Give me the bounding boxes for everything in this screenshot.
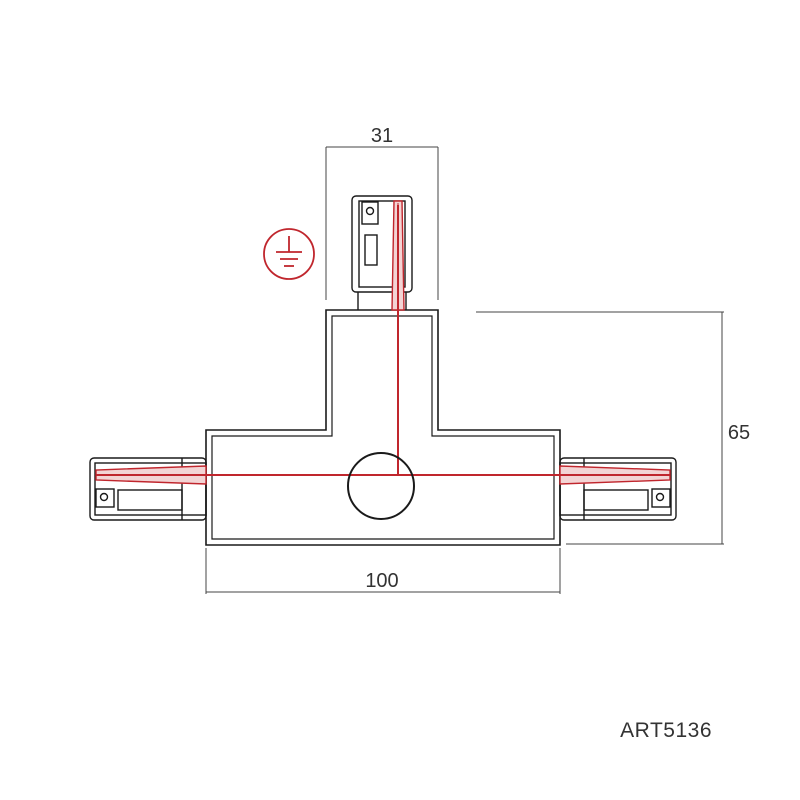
t-body [205,309,561,546]
center-hole [347,452,415,520]
dimension-height [476,311,724,545]
dimension-top-width-label: 31 [371,125,393,147]
dimension-width-label: 100 [365,570,398,592]
dimension-height-label: 65 [728,422,750,444]
dimension-top-width [325,146,439,300]
top-connector [351,195,413,310]
left-connector [89,457,207,521]
earth-ground-icon [263,228,315,280]
internal-wiring [96,205,670,476]
dimension-width [205,548,561,594]
article-code: ART5136 [620,719,712,742]
